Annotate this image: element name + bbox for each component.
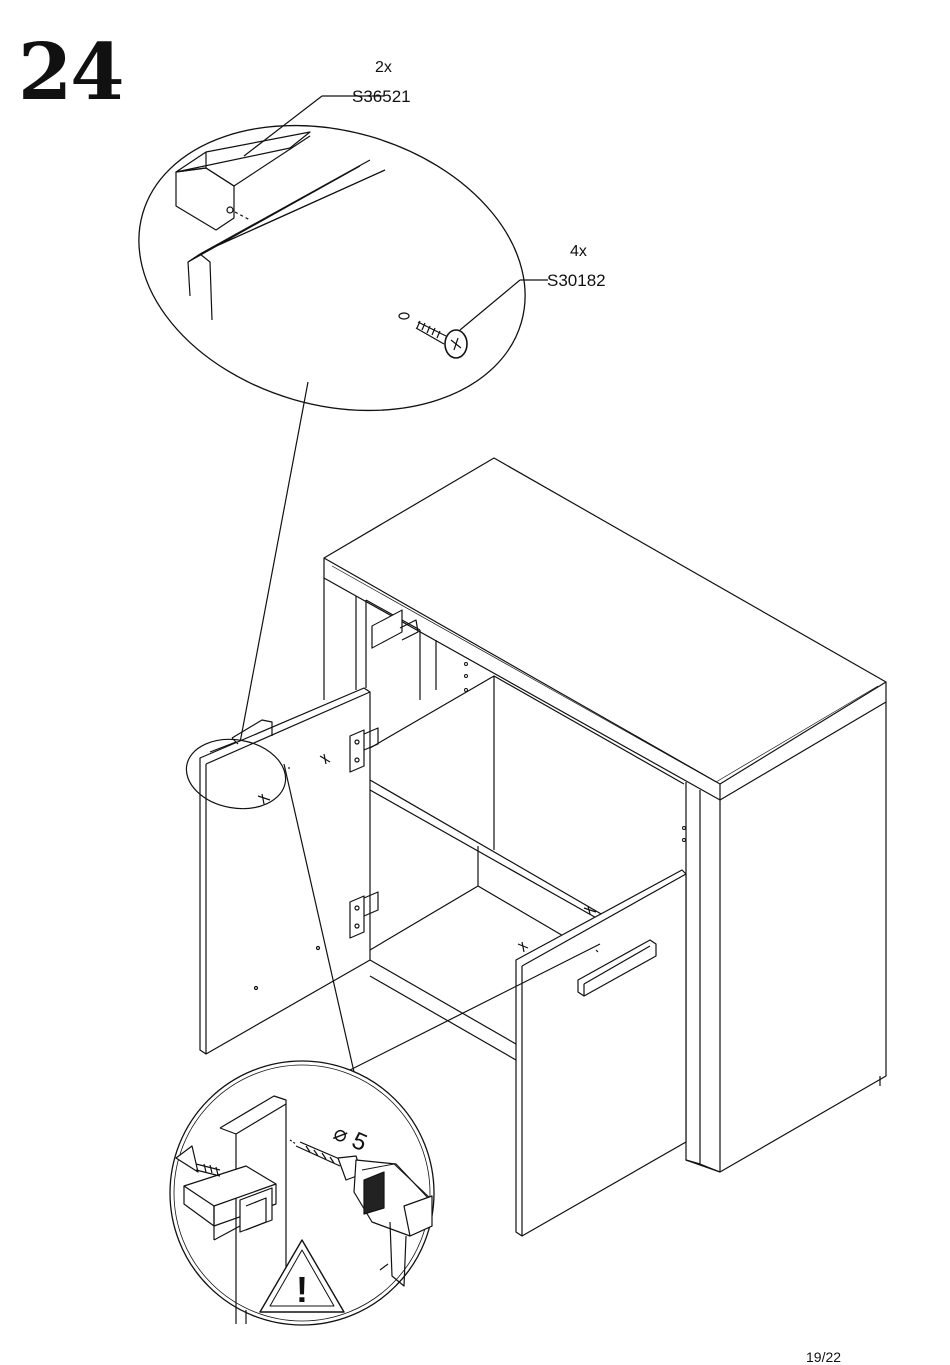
left-door [181,688,378,1054]
page-number: 19/22 [806,1349,841,1365]
hinge-top [372,610,418,648]
drill-diameter-symbol: ⌀ [330,1120,352,1148]
callout-qty-screw: 4x [570,243,587,260]
hinge-left-upper [350,728,378,772]
callout-code-screw: S30182 [547,271,606,290]
clamp-screw [176,1146,220,1176]
right-door [516,870,686,1236]
drilling-jig [184,1166,276,1240]
screw-part [399,313,467,358]
drill-diameter-size: 5 [348,1127,371,1157]
zoom-link-top [236,382,308,764]
callout-qty-leg: 2x [375,59,392,76]
detail-ellipse-top [105,82,559,454]
warning-glyph: ! [296,1269,308,1310]
leader-line-screw [460,280,548,330]
callout-code-leg: S36521 [352,87,411,106]
leg-block-part [176,132,310,230]
